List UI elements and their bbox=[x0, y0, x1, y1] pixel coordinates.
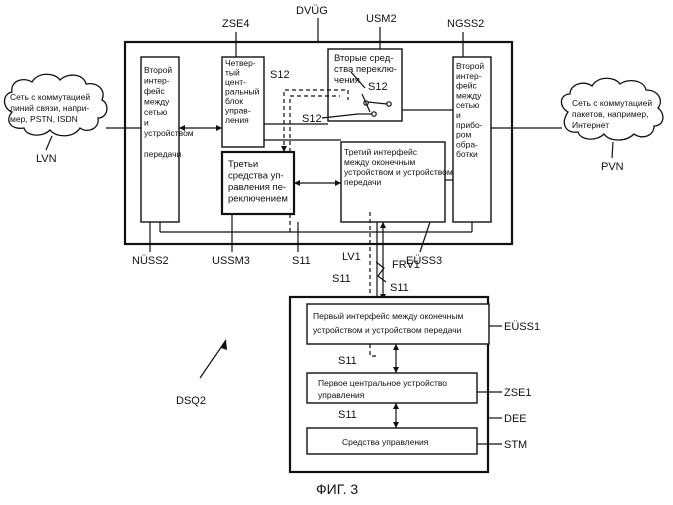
nuss2-line: и bbox=[144, 118, 149, 128]
ngss2-line: интер- bbox=[456, 71, 482, 81]
ussm3-line: средства уп- bbox=[228, 171, 284, 182]
stm-text: Средства управления bbox=[342, 437, 429, 447]
ussm3-line: реключением bbox=[228, 194, 288, 205]
label-s11-b: S11 bbox=[332, 273, 351, 285]
label-pvn: PVN bbox=[601, 161, 624, 173]
usm2-line: Вторые сред- bbox=[334, 53, 393, 64]
label-zse4: ZSE4 bbox=[222, 18, 250, 30]
pvn-leader bbox=[612, 142, 613, 158]
lvn-line: мер, PSTN, ISDN bbox=[10, 114, 78, 124]
label-dvug: DVÜG bbox=[296, 5, 328, 17]
label-s12-a: S12 bbox=[270, 69, 290, 81]
usm2-line: ства переклю- bbox=[334, 64, 397, 75]
euss1-line: Первый интерфейс между оконечным bbox=[313, 311, 463, 321]
ussm3-line: Третьи bbox=[228, 159, 258, 170]
label-ussm3: USSM3 bbox=[212, 255, 250, 267]
zse4-line: ления bbox=[225, 115, 249, 125]
nuss2-line: Второй bbox=[144, 65, 172, 75]
ngss2-line: ботки bbox=[456, 149, 478, 159]
lvn-line: линий связи, напри- bbox=[10, 103, 89, 113]
ussm3-line: равления пе- bbox=[228, 182, 286, 193]
zse4-line: управ- bbox=[225, 106, 251, 116]
nuss2-line: передачи bbox=[144, 149, 182, 159]
zse1-line: управления bbox=[318, 390, 365, 400]
lvn-line: Сеть с коммутацией bbox=[10, 92, 90, 102]
label-s12-c: S12 bbox=[368, 81, 388, 93]
usm2-line: чения bbox=[334, 75, 360, 86]
figure-caption: ФИГ. 3 bbox=[316, 481, 358, 497]
ngss2-line: между bbox=[456, 90, 482, 100]
label-stm: STM bbox=[504, 439, 527, 451]
label-s11-d: S11 bbox=[338, 355, 357, 367]
euss3-line: устройством и устройством bbox=[344, 167, 453, 177]
zse4-line: цент- bbox=[225, 77, 246, 87]
euss3-line: передачи bbox=[344, 177, 382, 187]
label-ngss2: NGSS2 bbox=[447, 18, 484, 30]
ngss2-line: и bbox=[456, 110, 461, 120]
label-frv1: FRV1 bbox=[392, 259, 420, 271]
label-euss1: EÜSS1 bbox=[504, 321, 540, 333]
zse1-line: Первое центральное устройство bbox=[318, 378, 447, 388]
nuss2-line: сетью bbox=[144, 107, 168, 117]
zse4-line: ральный bbox=[225, 87, 260, 97]
nuss2-line: фейс bbox=[144, 86, 165, 96]
label-s12-b: S12 bbox=[302, 113, 322, 125]
label-dsq2: DSQ2 bbox=[176, 395, 206, 407]
label-usm2: USM2 bbox=[366, 13, 397, 25]
dsq2-arrow-line bbox=[200, 340, 226, 378]
nuss2-line: интер- bbox=[144, 76, 170, 86]
lvn-leader bbox=[46, 136, 52, 150]
euss3-line: Третий интерфейс bbox=[344, 147, 418, 157]
label-nuss2: NÜSS2 bbox=[132, 255, 169, 267]
euss3-line: между оконечным bbox=[344, 157, 415, 167]
ngss2-line: прибо- bbox=[456, 120, 483, 130]
label-s11-e: S11 bbox=[338, 409, 357, 421]
label-s11-a: S11 bbox=[292, 255, 311, 267]
zse4-line: тый bbox=[225, 68, 240, 78]
label-s11-c: S11 bbox=[390, 282, 409, 294]
ngss2-line: обра- bbox=[456, 139, 478, 149]
nuss2-line: между bbox=[144, 97, 170, 107]
pvn-line: Интернет bbox=[572, 120, 609, 130]
zse4-line: блок bbox=[225, 96, 243, 106]
euss1-line: устройством и устройством передачи bbox=[313, 325, 462, 335]
label-lvn: LVN bbox=[36, 153, 57, 165]
ngss2-line: фейс bbox=[456, 81, 477, 91]
stm-line: Средства управления bbox=[342, 437, 429, 447]
pvn-line: Сеть с коммутацией bbox=[572, 98, 652, 108]
label-lv1: LV1 bbox=[342, 251, 361, 263]
ngss2-line: Второй bbox=[456, 61, 484, 71]
ngss2-line: ром bbox=[456, 130, 471, 140]
label-dee: DEE bbox=[504, 413, 527, 425]
pvn-line: пакетов, например, bbox=[572, 109, 649, 119]
label-zse1: ZSE1 bbox=[504, 387, 532, 399]
ngss2-line: сетью bbox=[456, 100, 480, 110]
zse4-line: Четвер- bbox=[225, 58, 256, 68]
euss1-block bbox=[307, 304, 489, 344]
nuss2-line: устройством bbox=[144, 128, 194, 138]
